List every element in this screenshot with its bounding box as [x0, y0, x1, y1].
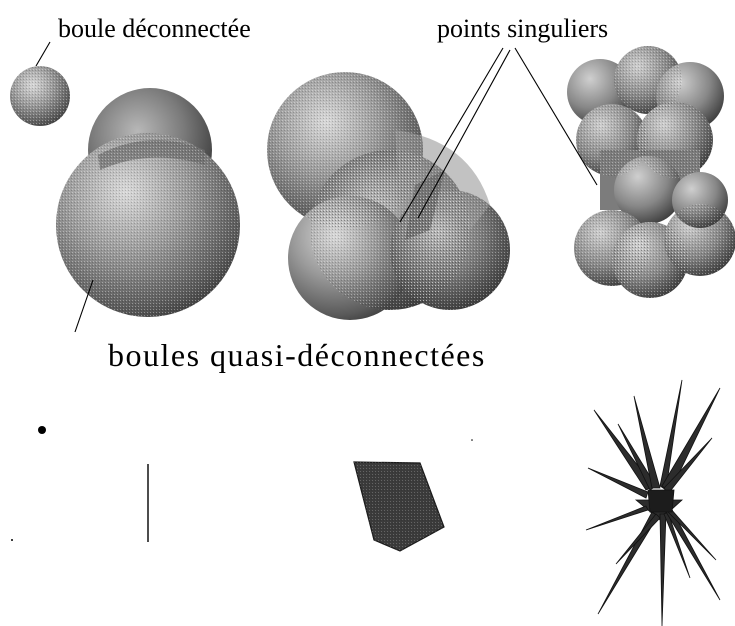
skeleton-polygon [354, 462, 444, 551]
label-disconnected-ball: boule déconnectée [58, 14, 251, 43]
figure-right-top [567, 46, 735, 298]
figure-left-top [10, 66, 240, 317]
leader-disconnected-ball [36, 42, 50, 66]
label-singular-points: points singuliers [437, 14, 608, 43]
figure-middle-top [267, 72, 510, 320]
large-ball-with-cap [56, 88, 240, 317]
skeleton-point [38, 426, 46, 434]
figure-bottom-row [11, 380, 720, 626]
skeleton-star [586, 380, 720, 626]
label-quasi-disconnected-balls: boules quasi-déconnectées [108, 337, 486, 373]
skeleton-tiny-point [11, 539, 13, 541]
